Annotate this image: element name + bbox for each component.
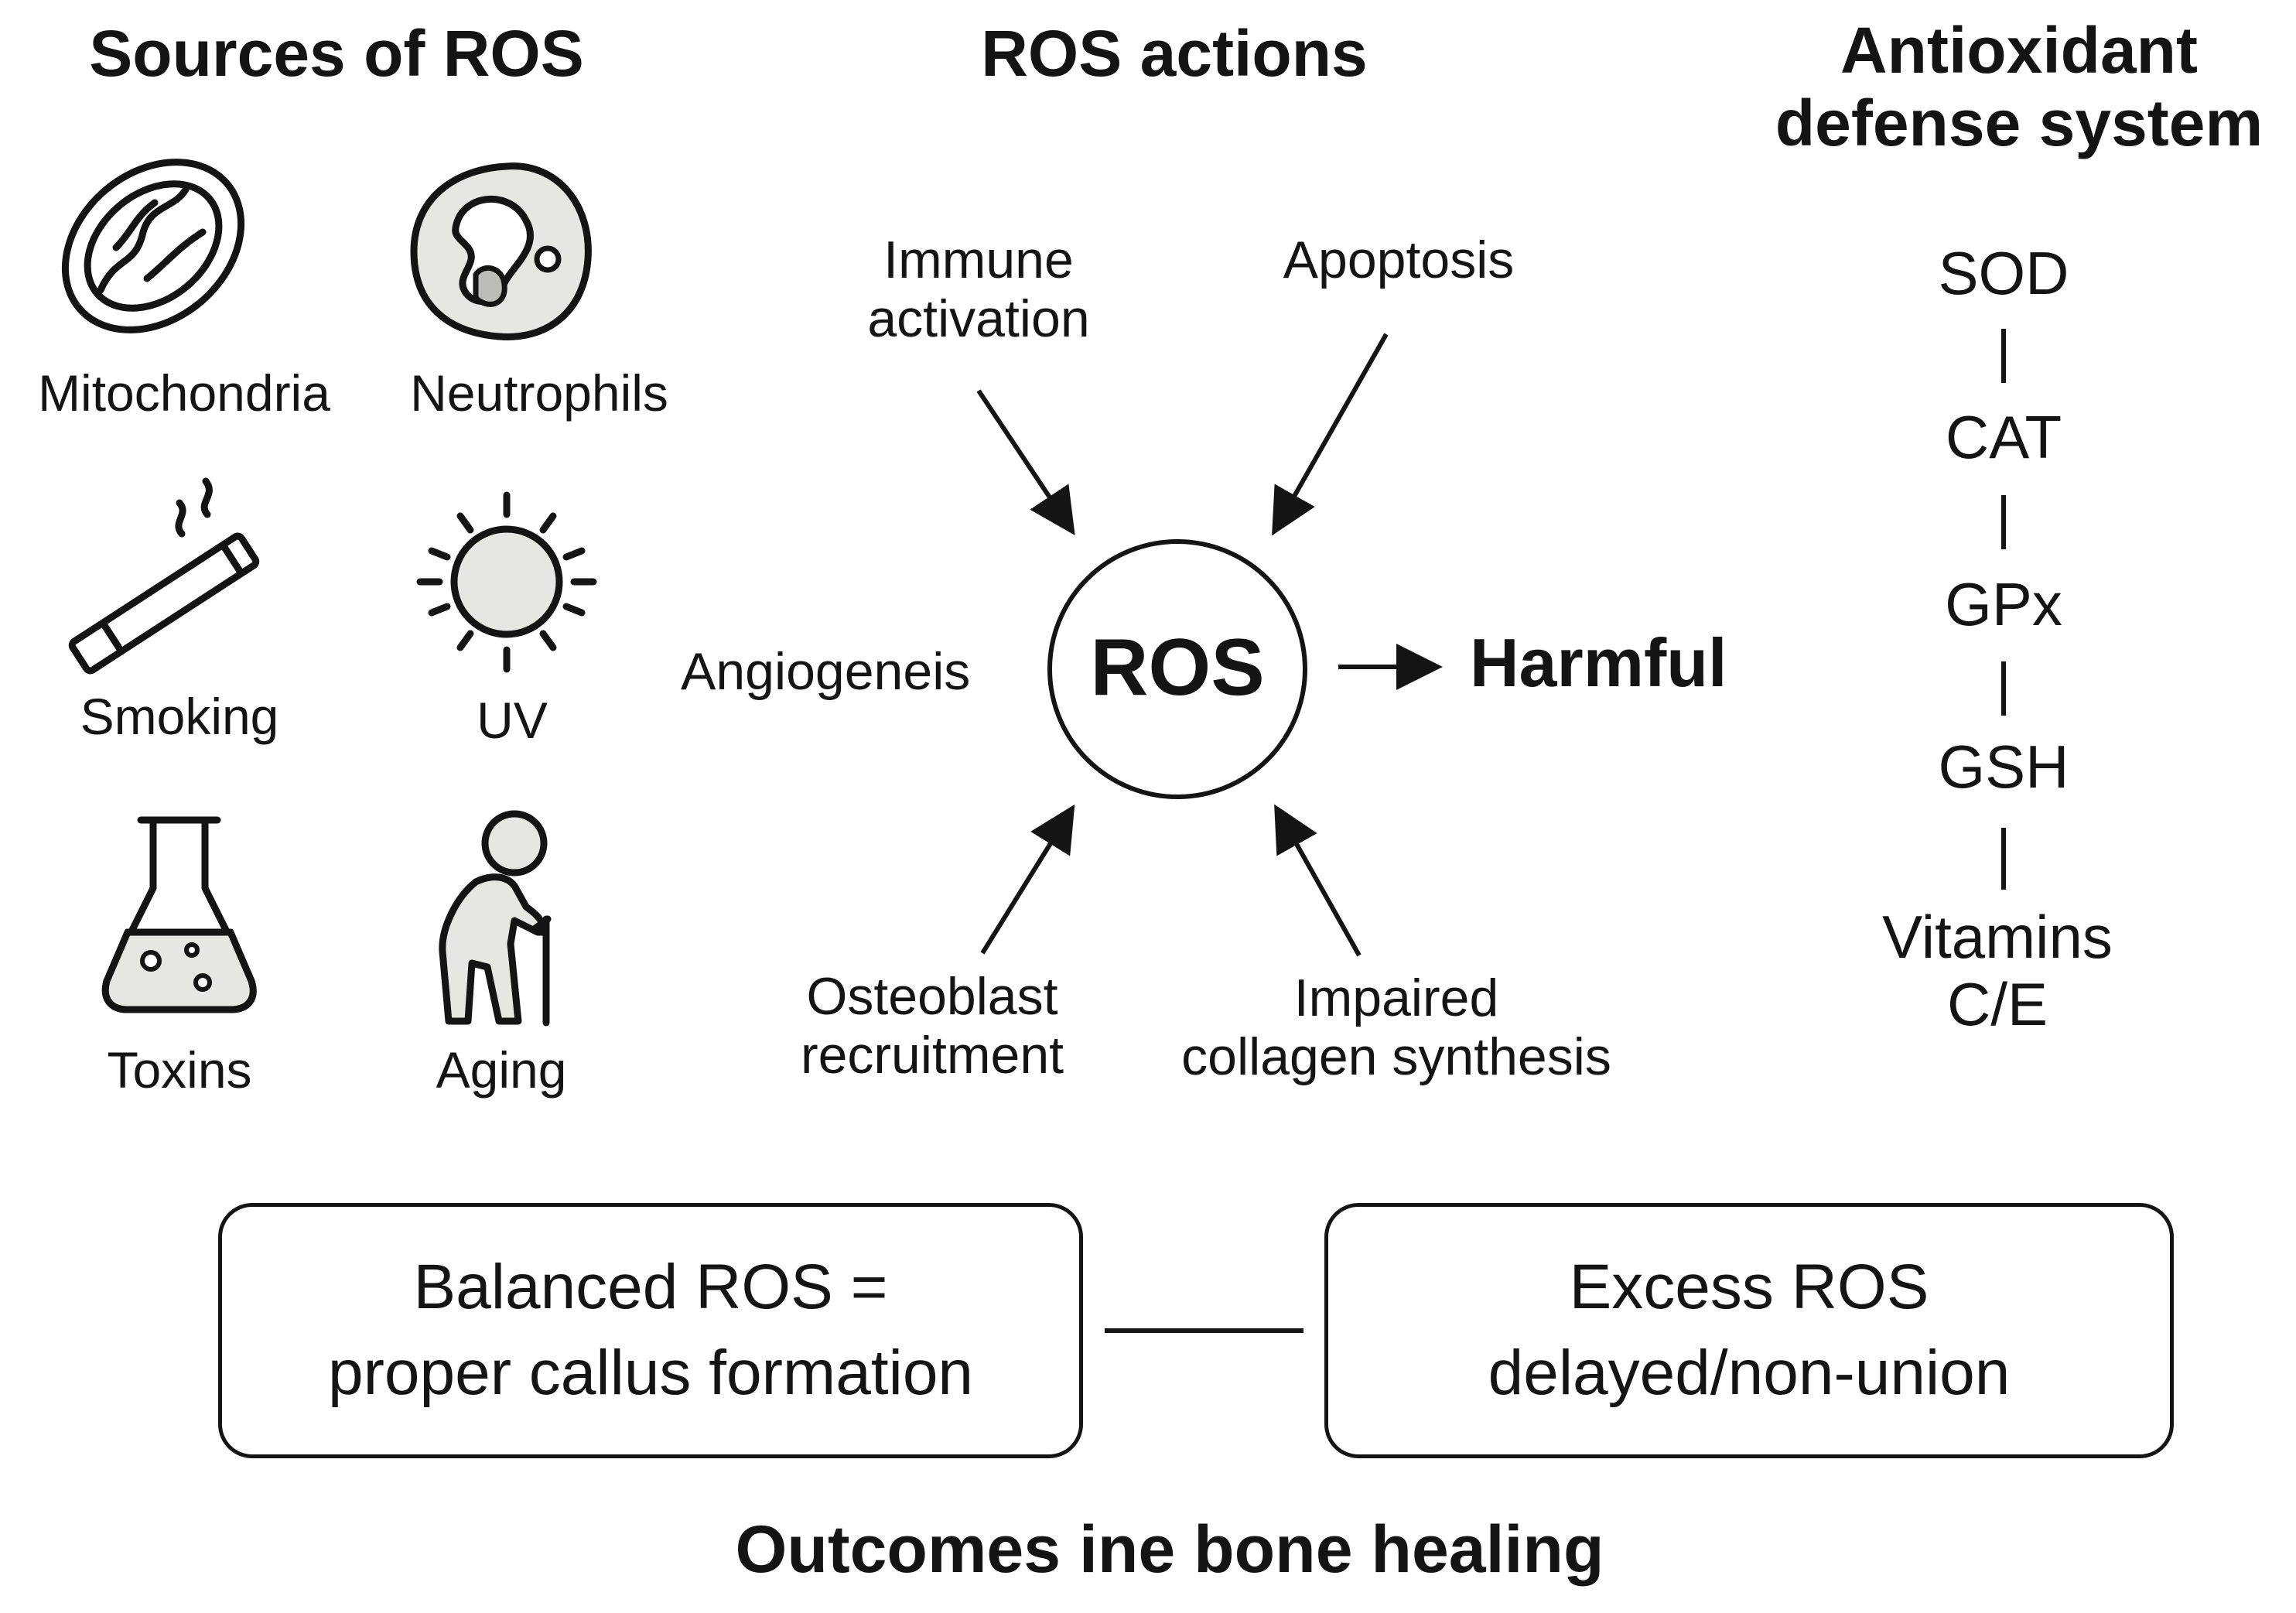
antioxidant-gsh: GSH bbox=[1938, 733, 2069, 801]
flask-icon bbox=[101, 816, 257, 1013]
action-immune-activation: Immune activation bbox=[867, 231, 1089, 348]
source-label-toxins: Toxins bbox=[107, 1041, 252, 1099]
action-apoptosis: Apoptosis bbox=[1283, 231, 1515, 289]
source-label-mitochondria: Mitochondria bbox=[38, 364, 330, 422]
action-osteoblast-recruitment: Osteoblast recruitment bbox=[801, 967, 1064, 1085]
outcome-balanced-line1: Balanced ROS = bbox=[413, 1252, 888, 1323]
source-label-smoking: Smoking bbox=[80, 688, 279, 745]
action-collagen-line2: collagen synthesis bbox=[1181, 1027, 1611, 1087]
actions-title: ROS actions bbox=[981, 17, 1368, 90]
sources-title: Sources of ROS bbox=[89, 17, 584, 90]
antioxidant-gpx: GPx bbox=[1945, 570, 2062, 638]
elderly-person-icon bbox=[439, 810, 552, 1027]
antioxidant-sod: SOD bbox=[1938, 239, 2069, 307]
ros-circle bbox=[1047, 539, 1307, 799]
arrow-collagen-to-ros bbox=[1274, 804, 1362, 957]
antioxidant-vitamins: Vitamins C/E bbox=[1882, 903, 2113, 1039]
neutrophil-icon bbox=[410, 162, 592, 340]
harmful-label: Harmful bbox=[1470, 624, 1727, 701]
action-osteoblast-line2: recruitment bbox=[800, 1026, 1064, 1085]
action-angiogenesis: Angiogeneis bbox=[681, 642, 971, 701]
action-immune-line1: Immune bbox=[883, 231, 1074, 289]
mitochondria-icon bbox=[61, 159, 245, 333]
outcome-balanced-box: Balanced ROS = proper callus formation bbox=[218, 1203, 1083, 1458]
outcomes-footer-title: Outcomes ine bone healing bbox=[735, 1512, 1604, 1587]
outcome-excess-box: Excess ROS delayed/non-union bbox=[1324, 1203, 2174, 1458]
antioxidant-cat: CAT bbox=[1945, 403, 2062, 471]
source-label-aging: Aging bbox=[436, 1041, 567, 1099]
sun-icon bbox=[416, 491, 597, 673]
antioxidant-title-line1: Antioxidant bbox=[1840, 14, 2198, 87]
cigarette-icon bbox=[68, 477, 260, 675]
action-collagen-line1: Impaired bbox=[1293, 969, 1499, 1027]
antioxidant-title-line2: defense system bbox=[1775, 87, 2264, 160]
action-impaired-collagen: Impaired collagen synthesis bbox=[1181, 969, 1611, 1086]
outcome-excess-line2: delayed/non-union bbox=[1488, 1338, 2011, 1408]
source-label-neutrophils: Neutrophils bbox=[410, 364, 668, 422]
outcome-balanced-line2: proper callus formation bbox=[327, 1338, 974, 1408]
source-label-uv: UV bbox=[477, 692, 548, 749]
arrow-osteoblast-to-ros bbox=[980, 804, 1075, 955]
antioxidant-vitamins-line1: Vitamins bbox=[1882, 903, 2113, 971]
action-immune-line2: activation bbox=[867, 289, 1090, 349]
ros-center-label: ROS bbox=[1090, 623, 1265, 713]
arrow-immune-to-ros bbox=[976, 389, 1075, 535]
arrow-apoptosis-to-ros bbox=[1272, 333, 1389, 536]
antioxidant-vitamins-line2: C/E bbox=[1946, 970, 2048, 1039]
action-osteoblast-line1: Osteoblast bbox=[806, 967, 1058, 1026]
outcome-excess-line1: Excess ROS bbox=[1569, 1252, 1929, 1323]
antioxidant-title: Antioxidant defense system bbox=[1775, 14, 2263, 159]
